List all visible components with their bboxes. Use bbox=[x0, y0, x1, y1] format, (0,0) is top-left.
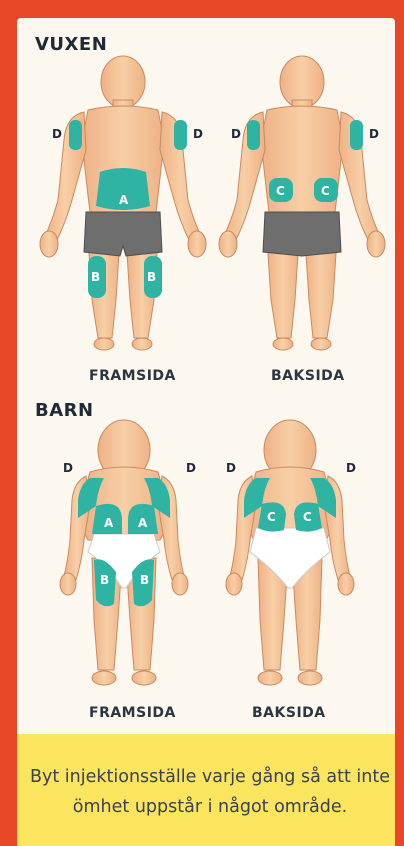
adult-back-label-c-right: C bbox=[321, 184, 330, 198]
adult-front-label-b-left: B bbox=[91, 270, 100, 284]
adult-front-label-b-right: B bbox=[147, 270, 156, 284]
adult-back-label-c-left: C bbox=[276, 184, 285, 198]
child-front-label-d-right: D bbox=[186, 461, 196, 475]
adult-back-zone-d-left bbox=[247, 120, 260, 150]
child-front-label-d-left: D bbox=[63, 461, 73, 475]
adult-front-label-a: A bbox=[119, 193, 129, 207]
adult-back-caption: BAKSIDA bbox=[271, 368, 345, 384]
child-front-label-a-left: A bbox=[104, 516, 114, 530]
adult-back-label-d-left: D bbox=[231, 127, 241, 141]
adult-front-shorts bbox=[84, 212, 162, 256]
child-front-caption: FRAMSIDA bbox=[89, 705, 176, 721]
adult-back-figure bbox=[219, 56, 385, 350]
adult-front-zone-d-right bbox=[174, 120, 187, 150]
child-front-label-b-right: B bbox=[140, 573, 149, 587]
adult-back-shorts bbox=[263, 212, 341, 256]
adult-front-label-d-right: D bbox=[193, 127, 203, 141]
child-front-label-b-left: B bbox=[100, 573, 109, 587]
child-front-label-a-right: A bbox=[138, 516, 148, 530]
adult-back-zone-d-right bbox=[350, 120, 363, 150]
adult-back-label-d-right: D bbox=[369, 127, 379, 141]
adult-front-label-d-left: D bbox=[52, 127, 62, 141]
child-back-label-c-right: C bbox=[303, 510, 312, 524]
child-back-label-d-left: D bbox=[226, 461, 236, 475]
adult-front-zone-d-left bbox=[69, 120, 82, 150]
child-back-caption: BAKSIDA bbox=[252, 705, 326, 721]
adult-front-caption: FRAMSIDA bbox=[89, 368, 176, 384]
info-note-text: Byt injektionsställe varje gång så att i… bbox=[30, 762, 390, 822]
child-back-label-d-right: D bbox=[346, 461, 356, 475]
child-back-label-c-left: C bbox=[267, 510, 276, 524]
